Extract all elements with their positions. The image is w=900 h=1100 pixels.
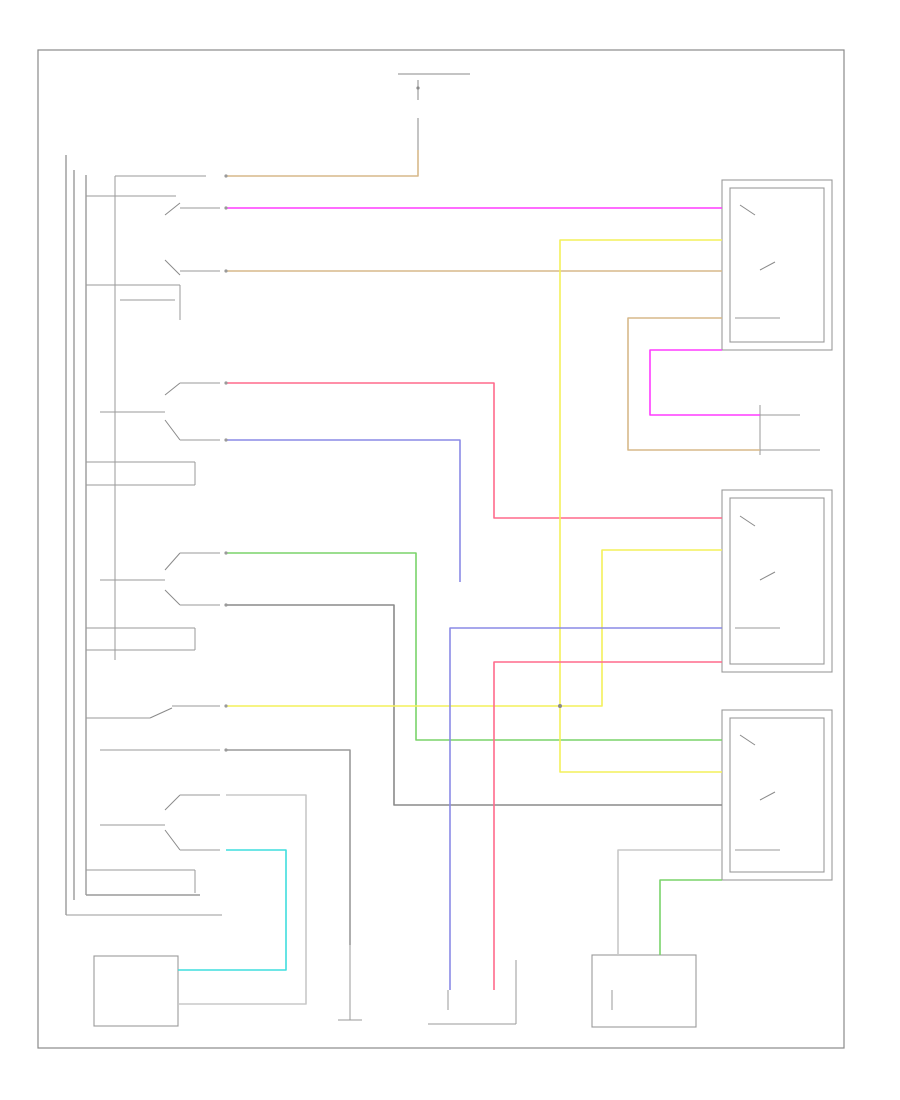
left-front-window-motor (428, 960, 517, 1025)
wire-lr-down (178, 794, 307, 1005)
master-lock-switch (86, 705, 220, 719)
wire-lf-motor-blue (449, 627, 722, 990)
right-rear-window-switch (721, 709, 833, 881)
ignition-switch (398, 73, 470, 150)
wire-lf-down (226, 439, 461, 582)
wire-rf-motor-magenta (649, 349, 760, 416)
right-rear-window-motor (591, 954, 697, 1028)
wire-lock-feed (226, 239, 722, 773)
master-switch-left-rear (86, 749, 220, 893)
wire-rr-down (226, 604, 722, 806)
master-switch-left-front (86, 382, 220, 486)
master-switch-bus (65, 155, 222, 916)
right-front-window-switch (721, 179, 833, 351)
left-front-window-switch (721, 489, 833, 673)
ground-connector (338, 945, 362, 1021)
wire-rf-motor-tan (627, 317, 760, 451)
diagram-frame (37, 49, 845, 1049)
wire-lf-up (226, 382, 722, 519)
wire-lf-motor-pink (493, 661, 722, 990)
right-front-window-motor (759, 405, 820, 455)
left-rear-window-motor (93, 955, 179, 1027)
wire-rr-motor-green (659, 879, 722, 955)
wire-master-gray-feed (226, 749, 351, 945)
wire-rr-up (226, 552, 722, 741)
wire-rr-motor-gray (617, 849, 722, 955)
master-switch-right-front (86, 195, 220, 320)
connector-dots (224, 174, 562, 752)
wire-power-feed (226, 150, 419, 177)
wire-lr-up (178, 849, 287, 971)
master-switch-right-rear (86, 552, 220, 651)
